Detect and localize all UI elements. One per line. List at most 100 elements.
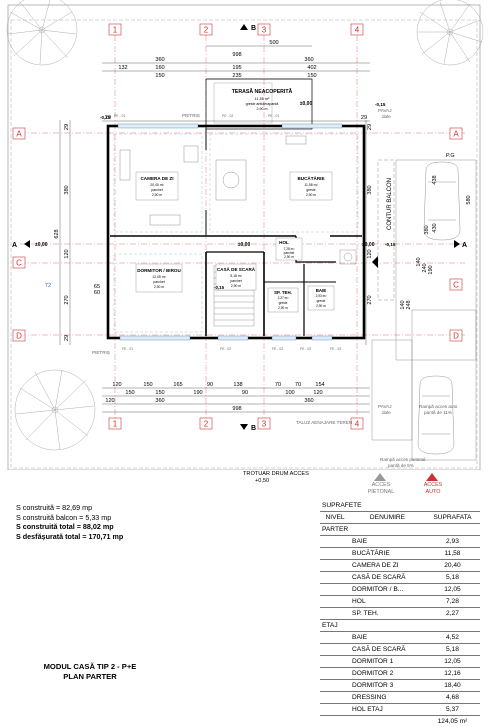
dim-bottom-70a: 70 [275,382,281,388]
grid-row-d: D [16,332,22,341]
table-cell-name: HOL ETAJ [350,704,425,716]
taluz-label: TALUZ AENAJARE TEREN [296,420,352,425]
room-area: 2,93 m² [316,294,327,298]
table-cell-value: 20,40 [425,560,480,572]
dim-top-235: 235 [232,73,241,79]
dim-left-29b: 29 [64,335,70,341]
mark-bottom-4: FE - 03 [300,347,311,351]
dim-left-270: 270 [64,295,70,304]
dim-right-120: 120 [367,249,373,258]
grid-col-4-bottom: 4 [355,420,360,429]
dim-bottom-120c: 120 [105,398,114,404]
level-main: ±0,00 [238,242,251,248]
room-height: 2,90 m [154,285,165,289]
section-marks: B B A A [12,24,467,432]
dim-bottom-90: 90 [207,382,213,388]
area-stats: S construită = 82,69 mp S construită bal… [16,503,123,541]
room-hol: HOL 7,28 m² parchet 2,90 m [276,238,302,260]
table-cell-name: DRESSING [350,692,425,704]
dim-top-160: 160 [155,65,164,71]
dim-top-360a: 360 [155,57,164,63]
dim-left-72: 72 [45,283,51,289]
dim-bottom-154: 154 [315,382,324,388]
rampa-auto: Rampă acces auto [419,404,458,409]
rampa-auto-panta: pantă de 11% [424,410,452,415]
dim-bottom-190: 190 [193,390,202,396]
stat-s-construita: S construită = 82,69 mp [16,503,123,513]
grid-row-d-right: D [453,332,459,341]
table-header-nivel: NIVEL [320,512,350,524]
room-finish: parchet [230,279,241,283]
room-height: 2,90 m [306,193,317,197]
tree-top-right [417,0,483,65]
section-mark-bottom: B [251,425,256,432]
dim-top-132: 132 [118,65,127,71]
rampa-pietonal-panta: pantă de 5% [388,463,414,468]
table-cell-name: DORMITOR 3 [350,680,425,692]
mark-top-3: PE - 01 [268,114,279,118]
table-title: SUPRAFETE [320,500,480,512]
dim-right-248: 248 [406,300,412,309]
stat-s-total: S construită total = 88,02 mp [16,522,123,532]
room-name: CAMERA DE ZI [140,176,173,181]
room-area: 2,27 m² [278,296,289,300]
dim-top-195: 195 [232,65,241,71]
room-height: 2,90 m [278,306,288,310]
stat-s-balcon: S construită balcon = 5,33 mp [16,513,123,523]
pavaj-bottom: PAVAJ [378,404,392,409]
grid-col-3: 3 [262,26,267,35]
section-mark-left: A [12,242,17,249]
dim-top-402: 402 [307,65,316,71]
dim-bottom-120: 120 [112,382,121,388]
dim-right-140b: 140 [400,300,406,309]
table-cell-name: DORMITOR 2 [350,668,425,680]
room-name: SP. TEH. [274,290,292,295]
grid-col-3-bottom: 3 [262,420,267,429]
table-total: 124,05 m² [425,716,480,727]
tree-bottom-left [15,370,95,450]
dim-bottom-150b: 150 [155,390,164,396]
table-cell-name: CAMERA DE ZI [350,560,425,572]
level-minus-left: -0,15 [100,115,111,120]
room-area: 12,05 m² [152,275,166,279]
dim-right-270: 270 [367,295,373,304]
room-dormitor-birou: DORMITOR / BIROU 12,05 m² parchet 2,90 m [136,264,182,292]
stat-s-desf: S desfășurată total = 170,71 mp [16,532,123,542]
room-camera-de-zi: CAMERA DE ZI 20,40 m² parchet 2,90 m [136,172,178,200]
level-minus-top: -0,15 [375,102,386,107]
mark-top-1: PE - 01 [114,114,125,118]
terrace-area: 11,55 m² [255,97,270,101]
table-row: SP. TEH.2,27 [320,608,480,620]
mark-bottom-1: FE - 01 [122,347,133,351]
room-area: 5,18 m² [230,274,242,278]
table-cell-name: BUCĂTĂRIE [350,548,425,560]
room-baie: BAIE 2,93 m² gresie 2,90 m [308,286,334,310]
acces-pietonal: ACCES PIETONAL [364,482,398,495]
table-cell-value: 12,16 [425,668,480,680]
dim-left-628: 628 [54,229,60,238]
contur-balcon: CONTUR BALCON [387,178,393,230]
level-left: ±0,00 [35,242,48,248]
grid-row-c: C [16,259,22,268]
level-right: ±0,00 [362,242,375,248]
room-height: 2,90 m [231,284,242,288]
grid-col-4: 4 [355,26,360,35]
grid-col-1-bottom: 1 [113,420,118,429]
room-name: BUCĂTĂRIE [297,175,324,181]
table-cell-value: 18,40 [425,680,480,692]
pavaj-top: PAVAJ [378,108,392,113]
mark-bottom-3: FE - 02 [272,347,283,351]
dim-right-380b: 380 [424,225,430,234]
dim-right-438: 438 [432,175,438,184]
table-cell-value: 11,58 [425,548,480,560]
sheet-frame [8,5,480,470]
table-cell-value: 4,52 [425,632,480,644]
